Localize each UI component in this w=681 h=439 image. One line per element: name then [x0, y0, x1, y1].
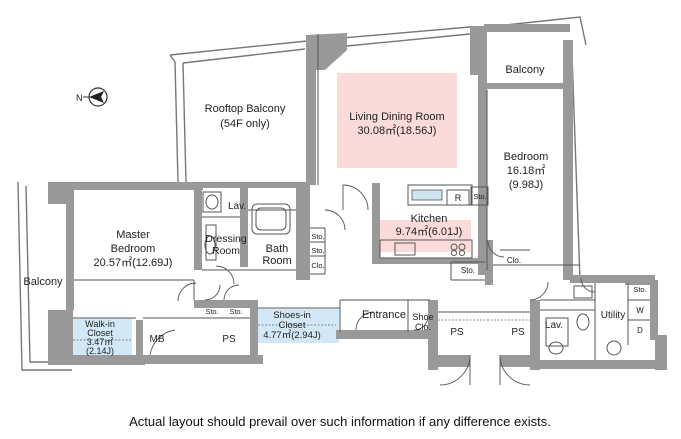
ps-label-3: PS [511, 327, 525, 338]
bath-fixtures [202, 191, 622, 356]
shoes-in-closet-label-1: Shoes-in [273, 310, 311, 321]
walk-in-closet-area-m2: 3.47㎡ [87, 337, 114, 347]
mb-label: MB [150, 334, 165, 345]
interior-lines [73, 34, 650, 360]
sto-bath-label-1: Sto. [311, 232, 324, 241]
sto-bath-label-2: Sto. [311, 246, 324, 255]
lav-upper-label: Lav. [228, 201, 246, 212]
walk-in-closet-area-j: (2.14J) [86, 346, 114, 356]
sto-kitchen-bottom-label: Sto. [461, 266, 475, 275]
walk-in-closet-label-1: Walk-in [85, 319, 115, 329]
compass: N [76, 87, 108, 107]
walk-in-closet-fill [73, 318, 132, 356]
shelves [73, 319, 530, 341]
shoes-in-closet-fill [256, 309, 339, 343]
entrance-label: Entrance [362, 309, 406, 321]
disclaimer-caption: Actual layout should prevail over such i… [129, 414, 551, 429]
kitchen-label: Kitchen [411, 213, 448, 225]
walls [48, 24, 667, 370]
kitchen-island-sink [411, 189, 443, 201]
sto-kitchen-label: Sto. [473, 192, 486, 201]
bedroom-area-j: (9.98J) [509, 179, 543, 191]
bath-room-label-1: Bath [266, 243, 289, 255]
refrigerator-label: R [455, 193, 462, 203]
living-dining-label: Living Dining Room [349, 111, 444, 123]
shoes-in-closet-label-2: Closet [279, 320, 306, 331]
utility-label: Utility [601, 310, 625, 321]
door-swings [149, 184, 596, 386]
dressing-room-label-1: Dressing [205, 233, 247, 245]
shoes-in-closet-area: 4.77㎡(2.94J) [263, 330, 321, 341]
compass-arrow-icon [89, 91, 104, 103]
sto-hall-label-2: Sto. [229, 307, 242, 316]
shoe-closet-label-2: Clo. [415, 322, 431, 332]
bedroom-label: Bedroom [504, 151, 549, 163]
clo-bath-label: Clo. [311, 261, 324, 270]
lav-lower-label: Lav. [545, 320, 563, 331]
kitchen-counter [379, 184, 489, 259]
sto-hall-label-1: Sto. [205, 307, 218, 316]
master-bedroom-area: 20.57㎡(12.69J) [94, 256, 173, 269]
master-bedroom-label-2: Bedroom [111, 243, 156, 255]
room-labels: Rooftop Balcony (54F only) Living Dining… [23, 64, 646, 356]
dressing-room-label-2: Room [212, 245, 240, 257]
ps-label-2: PS [450, 327, 464, 338]
ps-label-1: PS [222, 334, 236, 345]
balcony-top-label: Balcony [505, 64, 545, 76]
shoe-closet-label-1: Shoe [412, 312, 433, 322]
master-bedroom-label-1: Master [116, 229, 150, 241]
balcony-left-label: Balcony [23, 276, 63, 288]
compass-north-label: N [76, 93, 83, 103]
rooftop-balcony-label: Rooftop Balcony [205, 103, 286, 115]
kitchen-area: 9.74㎡(6.01J) [396, 225, 463, 238]
sto-utility-label: Sto. [633, 285, 646, 294]
living-dining-area: 30.08㎡(18.56J) [358, 124, 437, 137]
bath-room-label-2: Room [262, 255, 291, 267]
kitchen-fill [376, 220, 471, 252]
living-dining-fill [337, 73, 457, 168]
washer-label: W [636, 306, 644, 315]
dryer-label: D [637, 326, 643, 335]
walk-in-closet-label-2: Closet [87, 328, 113, 338]
clo-bedroom-label: Clo. [507, 256, 521, 265]
bedroom-area-m2: 16.18㎡ [507, 164, 546, 177]
rooftop-balcony-note: (54F only) [220, 118, 270, 130]
